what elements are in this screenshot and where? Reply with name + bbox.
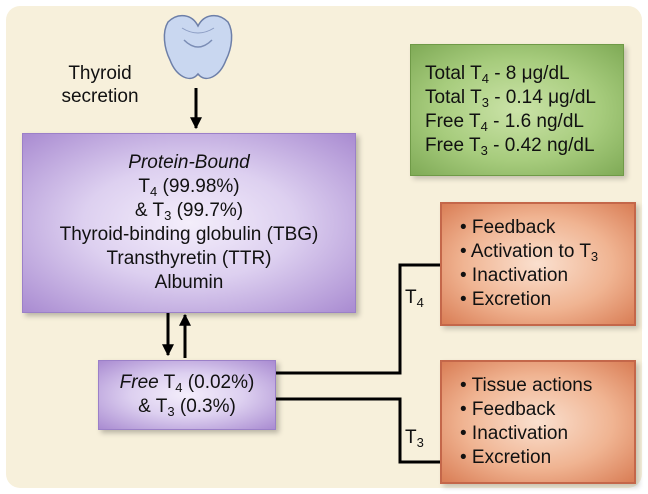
thyroid-secretion-label: Thyroid secretion [54, 62, 146, 108]
t4-activation: • Activation to T3 [460, 241, 599, 264]
hormone-levels-box: Total T4 - 8 μg/dL Total T3 - 0.14 μg/dL… [410, 44, 624, 176]
t4-actions-box: • Feedback • Activation to T3 • Inactiva… [440, 202, 636, 326]
t3-connector [276, 397, 440, 464]
t4-branch-label: T4 [405, 287, 424, 310]
thyroid-label-line1: Thyroid [68, 63, 132, 84]
protein-bound-albumin: Albumin [154, 272, 224, 293]
level-total-t4: Total T4 - 8 μg/dL [425, 63, 570, 86]
free-t3: & T3 (0.3%) [138, 396, 236, 419]
t3-actions-box: • Tissue actions • Feedback • Inactivati… [440, 360, 636, 484]
protein-bound-ttr: Transthyretin (TTR) [106, 248, 272, 269]
thyroid-label-line2: secretion [61, 86, 139, 107]
thyroid-gland-icon [163, 14, 233, 80]
t3-feedback: • Feedback [460, 399, 556, 420]
t4-feedback: • Feedback [460, 217, 556, 238]
level-free-t3: Free T3 - 0.42 ng/dL [425, 135, 595, 158]
t4-inactivation: • Inactivation [460, 265, 569, 286]
protein-bound-box: Protein-Bound T4 (99.98%) & T3 (99.7%) T… [22, 133, 356, 313]
level-total-t3: Total T3 - 0.14 μg/dL [425, 87, 596, 110]
protein-bound-t4: T4 (99.98%) [138, 176, 240, 199]
free-hormone-box: Free T4 (0.02%) & T3 (0.3%) [98, 360, 276, 430]
t3-inactivation: • Inactivation [460, 423, 569, 444]
t3-tissue-actions: • Tissue actions [460, 375, 593, 396]
protein-bound-title: Protein-Bound [128, 152, 250, 173]
free-t4: Free T4 (0.02%) [119, 372, 255, 395]
protein-bound-t3: & T3 (99.7%) [134, 200, 244, 223]
t3-branch-label: T3 [405, 427, 424, 450]
t4-excretion: • Excretion [460, 289, 552, 310]
level-free-t4: Free T4 - 1.6 ng/dL [425, 111, 584, 134]
t3-excretion: • Excretion [460, 447, 552, 468]
protein-bound-tbg: Thyroid-binding globulin (TBG) [59, 224, 319, 245]
t4-connector [276, 263, 440, 375]
